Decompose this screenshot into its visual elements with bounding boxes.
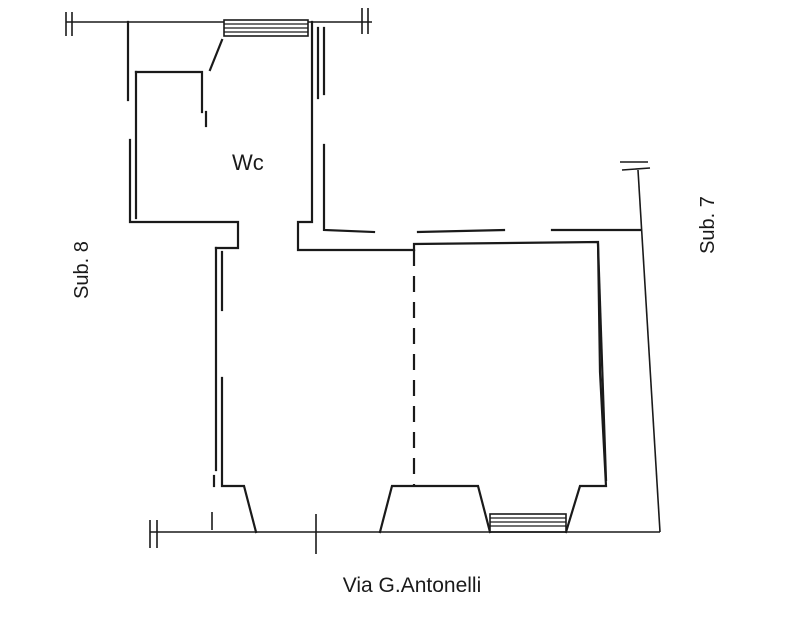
front-door-center (378, 484, 492, 534)
front-window (489, 513, 567, 533)
neighbor-left-label: Sub. 8 (71, 241, 93, 299)
right-room-walls (412, 240, 608, 534)
street-label: Via G.Antonelli (343, 574, 482, 597)
left-room-walls (212, 246, 258, 534)
upper-wall-segments (416, 228, 642, 234)
top-boundary-line (65, 8, 372, 36)
neighbor-right-label: Sub. 7 (697, 196, 719, 254)
top-window (223, 19, 309, 37)
street-facade-line (149, 512, 660, 554)
wc-walls (126, 20, 416, 252)
right-boundary-line (620, 161, 661, 533)
wc-label: Wc (232, 150, 264, 175)
